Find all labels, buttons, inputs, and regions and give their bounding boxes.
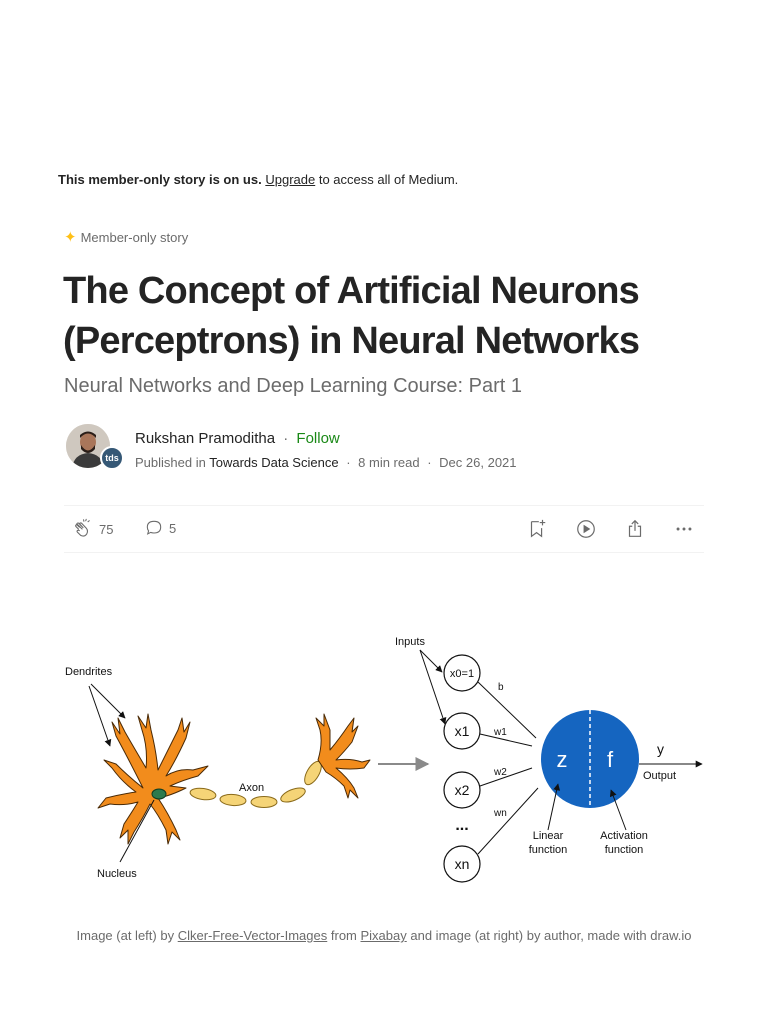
inputs-ellipsis: ...: [455, 817, 468, 834]
article-title: The Concept of Artificial Neurons (Perce…: [63, 270, 640, 362]
share-button[interactable]: [624, 518, 646, 540]
banner-rest-text: to access all of Medium.: [318, 172, 459, 187]
nucleus-label: Nucleus: [97, 868, 137, 880]
more-icon: [676, 527, 692, 531]
input-x0-label: x0=1: [450, 668, 474, 680]
linear-function-label-line1: Linear: [533, 830, 564, 842]
input-xn-label: xn: [455, 856, 470, 872]
responses-count: 5: [169, 520, 177, 536]
author-name[interactable]: Rukshan Pramoditha: [135, 430, 276, 447]
publication-badge-text: tds: [105, 453, 119, 463]
input-x1-label: x1: [455, 723, 470, 739]
bookmark-button[interactable]: [526, 518, 548, 540]
author-block: tds Rukshan Pramoditha · Follow Publishe…: [66, 424, 706, 474]
article-subtitle: Neural Networks and Deep Learning Course…: [64, 375, 523, 397]
linear-function-label-line2: function: [529, 844, 568, 856]
caption-text-1: Image (at left) by: [76, 928, 175, 943]
separator-dot: ·: [427, 455, 432, 470]
banner-bold-text: This member-only story is on us.: [58, 172, 262, 187]
activation-function-label-line2: function: [605, 844, 644, 856]
upgrade-link[interactable]: Upgrade: [265, 172, 316, 187]
weight-b-label: b: [498, 682, 504, 693]
article-figure: Dendrites Axon Nucleus Inputs x0=1 x1 x2…: [58, 618, 708, 898]
star-icon: ✦: [64, 229, 77, 246]
publication-line: Published in Towards Data Science · 8 mi…: [135, 455, 517, 470]
clap-button[interactable]: 75: [72, 518, 113, 540]
weight-w1-label: w1: [493, 727, 507, 738]
output-label: Output: [643, 770, 676, 782]
publication-link[interactable]: Towards Data Science: [209, 455, 339, 470]
weight-wn-label: wn: [493, 808, 507, 819]
biological-neuron: Dendrites Axon Nucleus: [65, 666, 371, 880]
inputs-label: Inputs: [395, 636, 425, 648]
caption-text-3: and image (at right) by author, made wit…: [410, 928, 692, 943]
share-icon: [628, 519, 642, 537]
activation-function-label-line1: Activation: [600, 830, 648, 842]
responses-button[interactable]: 5: [144, 518, 176, 538]
bookmark-add-icon: [530, 519, 546, 538]
publish-date: Dec 26, 2021: [439, 455, 517, 470]
published-in-label: Published in: [135, 455, 206, 470]
author-line: Rukshan Pramoditha · Follow: [135, 430, 340, 447]
caption-text-2: from: [330, 928, 357, 943]
member-banner: This member-only story is on us. Upgrade…: [58, 172, 458, 187]
separator-dot: ·: [283, 430, 289, 447]
clker-link[interactable]: Clker-Free-Vector-Images: [177, 928, 328, 943]
more-options-button[interactable]: [673, 518, 695, 540]
action-bar: 75 5: [64, 505, 704, 553]
axon-label: Axon: [239, 782, 264, 794]
dendrites-label: Dendrites: [65, 666, 113, 678]
follow-button[interactable]: Follow: [296, 430, 340, 447]
play-icon: [577, 520, 595, 538]
read-time: 8 min read: [358, 455, 420, 470]
member-only-label: Member-only story: [80, 230, 189, 245]
separator-dot: ·: [346, 455, 351, 470]
clap-count: 75: [99, 521, 114, 537]
weight-w2-label: w2: [493, 767, 507, 778]
figure-caption: Image (at left) by Clker-Free-Vector-Ima…: [0, 928, 768, 943]
pixabay-link[interactable]: Pixabay: [360, 928, 407, 943]
neuron-perceptron-diagram: Dendrites Axon Nucleus Inputs x0=1 x1 x2…: [65, 636, 703, 883]
input-x2-label: x2: [455, 782, 470, 798]
publication-badge[interactable]: tds: [100, 446, 124, 470]
linear-z-label: z: [557, 747, 568, 772]
output-y-label: y: [657, 741, 664, 757]
comment-icon: [146, 520, 162, 535]
clap-icon: [75, 518, 90, 537]
listen-button[interactable]: [575, 518, 597, 540]
perceptron-diagram: Inputs x0=1 x1 x2 ... xn b w1 w2: [395, 636, 703, 883]
activation-f-label: f: [607, 747, 614, 772]
member-only-tag: ✦ Member-only story: [64, 230, 188, 245]
author-avatar[interactable]: [66, 424, 110, 468]
